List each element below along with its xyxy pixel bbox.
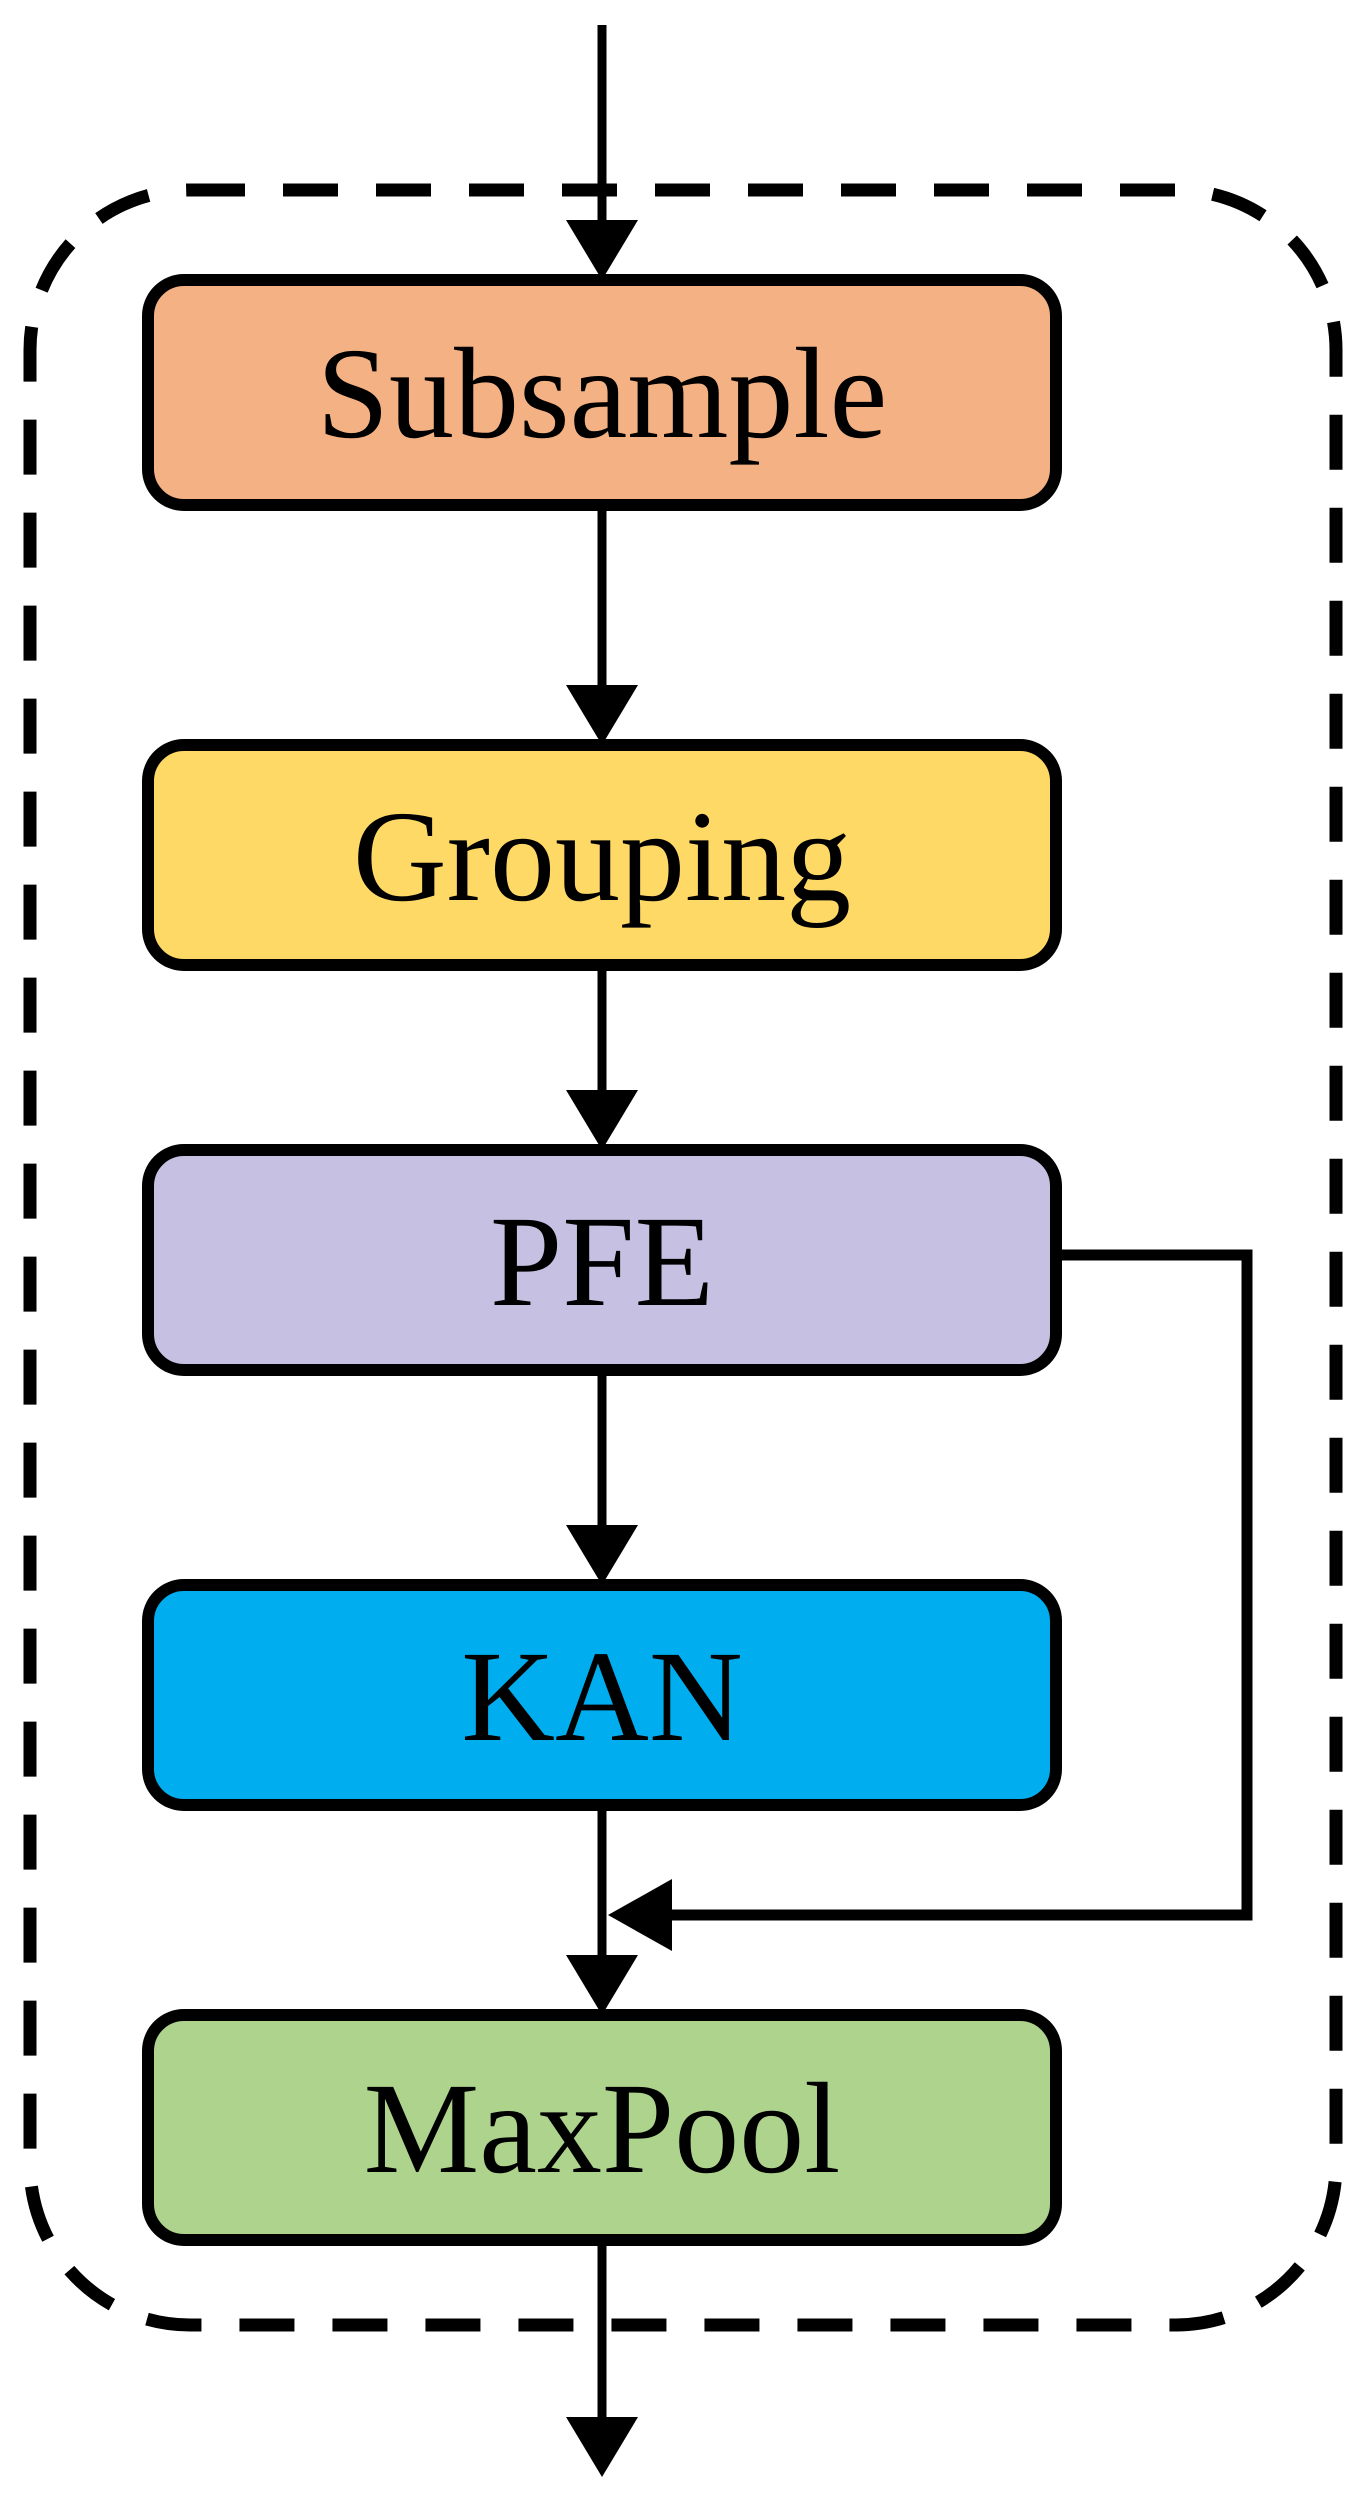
entry-arrowhead-icon	[566, 220, 638, 280]
node-maxpool-label: MaxPool	[364, 2057, 841, 2201]
arrow-pfe-kan-head-icon	[566, 1525, 638, 1585]
node-grouping-label: Grouping	[353, 785, 851, 929]
entry-arrow	[566, 25, 638, 280]
arrow-grouping-pfe	[566, 965, 638, 1150]
node-pfe-label: PFE	[490, 1190, 714, 1334]
node-kan-label: KAN	[461, 1625, 743, 1769]
node-grouping-box	[142, 739, 1062, 971]
arrow-pfe-kan	[566, 1370, 638, 1585]
exit-arrow	[566, 2240, 638, 2477]
node-subsample-label: Subsample	[317, 322, 888, 466]
arrow-subsample-grouping-head-icon	[566, 685, 638, 745]
node-maxpool: MaxPool	[142, 2009, 1062, 2246]
exit-arrowhead-icon	[566, 2417, 638, 2477]
node-grouping: Grouping	[142, 739, 1062, 971]
node-kan-box	[142, 1579, 1062, 1811]
skip-connection	[608, 1249, 1253, 1951]
node-subsample: Subsample	[142, 274, 1062, 511]
arrow-kan-maxpool-head-icon	[566, 1955, 638, 2015]
arrow-kan-maxpool	[566, 1805, 638, 2015]
skip-connection-line	[672, 1249, 1253, 1921]
node-maxpool-box	[142, 2009, 1062, 2246]
arrow-grouping-pfe-head-icon	[566, 1090, 638, 1150]
node-pfe-box	[142, 1144, 1062, 1376]
node-pfe: PFE	[142, 1144, 1062, 1376]
node-kan: KAN	[142, 1579, 1062, 1811]
node-subsample-box	[142, 274, 1062, 511]
module-boundary-dashed-border	[23, 183, 1343, 2332]
skip-connection-arrowhead-icon	[608, 1879, 672, 1951]
arrow-subsample-grouping	[566, 505, 638, 745]
